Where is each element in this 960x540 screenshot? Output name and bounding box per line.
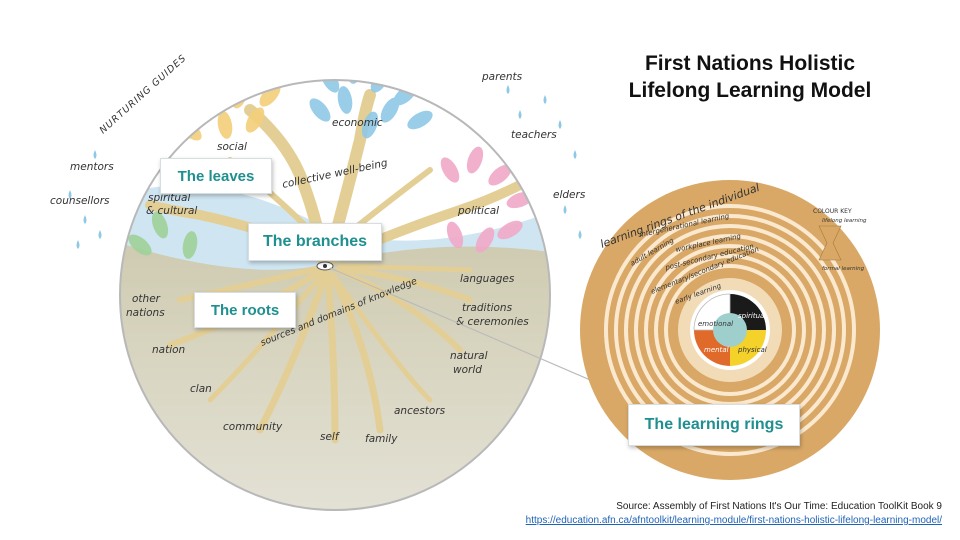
leaves-label-box: The leaves — [160, 158, 272, 194]
nation-label: nation — [152, 344, 185, 356]
roots-box-text: The roots — [210, 301, 280, 319]
nations-label: nations — [126, 307, 165, 319]
emotional-quadrant-label: emotional — [698, 320, 733, 328]
svg-text:formal learning: formal learning — [822, 266, 865, 272]
counsellors-label: counsellors — [50, 195, 110, 207]
clan-label: clan — [190, 383, 212, 395]
mental-quadrant-label: mental — [704, 346, 729, 354]
roots-label-box: The roots — [194, 292, 296, 328]
teachers-label: teachers — [511, 129, 557, 141]
spiritual-label: spiritual — [148, 192, 190, 204]
traditions-label: traditions — [462, 302, 513, 314]
spiritual-quadrant-label: spiritual — [738, 312, 766, 320]
cultural-label: & cultural — [146, 205, 197, 217]
world-label: world — [453, 364, 482, 376]
natural-label: natural — [450, 350, 488, 362]
economic-label: economic — [332, 117, 383, 129]
ancestors-label: ancestors — [394, 405, 446, 417]
leaves-box-text: The leaves — [177, 167, 255, 185]
source-link[interactable]: https://education.afn.ca/afntoolkit/lear… — [525, 515, 942, 526]
svg-text:COLOUR KEY: COLOUR KEY — [813, 208, 852, 215]
tree-circle-outline — [119, 79, 551, 511]
community-label: community — [223, 421, 283, 433]
physical-quadrant-label: physical — [737, 346, 767, 354]
learning-rings-box-text: The learning rings — [644, 416, 784, 433]
nurturing-guides-label: NURTURING GUIDES — [98, 53, 189, 137]
languages-label: languages — [460, 273, 515, 285]
parents-label: parents — [481, 71, 523, 83]
tree-roots — [167, 263, 473, 444]
source-citation: Source: Assembly of First Nations It's O… — [526, 500, 942, 528]
mentors-label: mentors — [70, 161, 114, 173]
source-line: Source: Assembly of First Nations It's O… — [616, 501, 942, 512]
title-line-2: Lifelong Learning Model — [628, 79, 872, 102]
social-label: social — [217, 141, 247, 153]
family-label: family — [365, 433, 398, 445]
self-label: self — [320, 431, 341, 443]
branches-box-text: The branches — [262, 233, 368, 250]
learning-rings-label-box: The learning rings — [628, 404, 800, 446]
political-label: political — [457, 205, 499, 217]
page-title: First Nations Holistic Lifelong Learning… — [600, 50, 900, 104]
trunk-centre-marker — [316, 261, 334, 271]
elders-label: elders — [553, 189, 586, 201]
other-label: other — [132, 293, 161, 305]
title-line-1: First Nations Holistic — [644, 52, 856, 75]
svg-text:lifelong learning: lifelong learning — [822, 218, 867, 224]
branches-label-box: The branches — [248, 223, 382, 261]
ceremonies-label: & ceremonies — [456, 316, 529, 328]
rain-drops — [68, 85, 582, 249]
colour-key: COLOUR KEY lifelong learning formal lear… — [813, 208, 867, 272]
